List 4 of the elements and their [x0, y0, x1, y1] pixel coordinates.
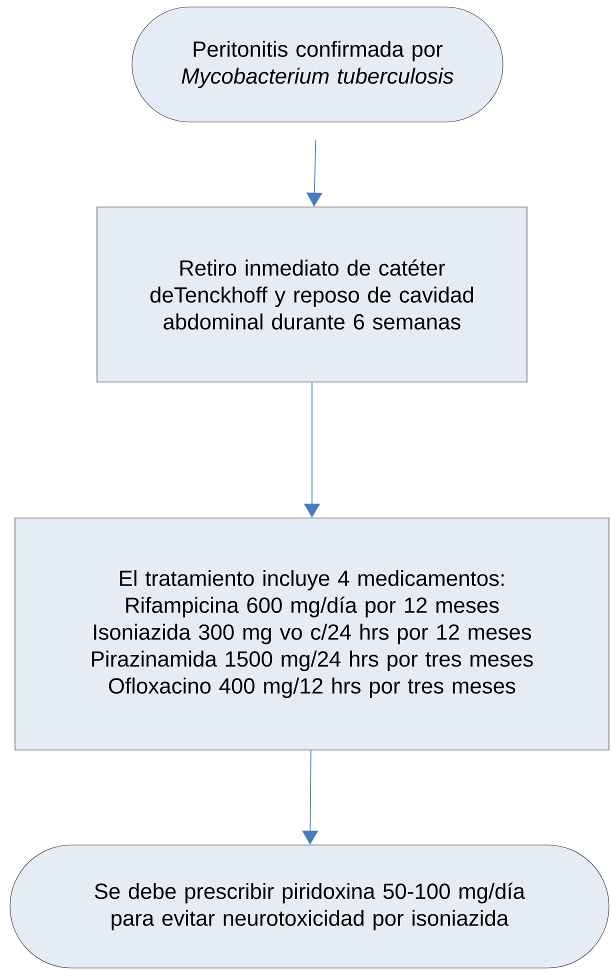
end-terminal: Se debe prescribir piridoxina 50-100 mg/día para evitar neurotoxicidad por isoniazida — [10, 844, 610, 968]
process-box: Retiro inmediato de catéter deTenckhoff y reposo de cavidad abdominal durante 6 semanas — [96, 206, 528, 382]
process-box: El tratamiento incluye 4 medicamentos: Rifampicina 600 mg/día por 12 meses Isoniazida 300 mg vo c/24 hrs por 12 meses Pirazinamida 1500 mg/24 hrs por tres meses Ofloxacino 400 mg/12 hrs por tres meses — [14, 518, 610, 750]
start-terminal: Peritonitis confirmada por Mycobacterium tuberculosis — [132, 6, 504, 122]
